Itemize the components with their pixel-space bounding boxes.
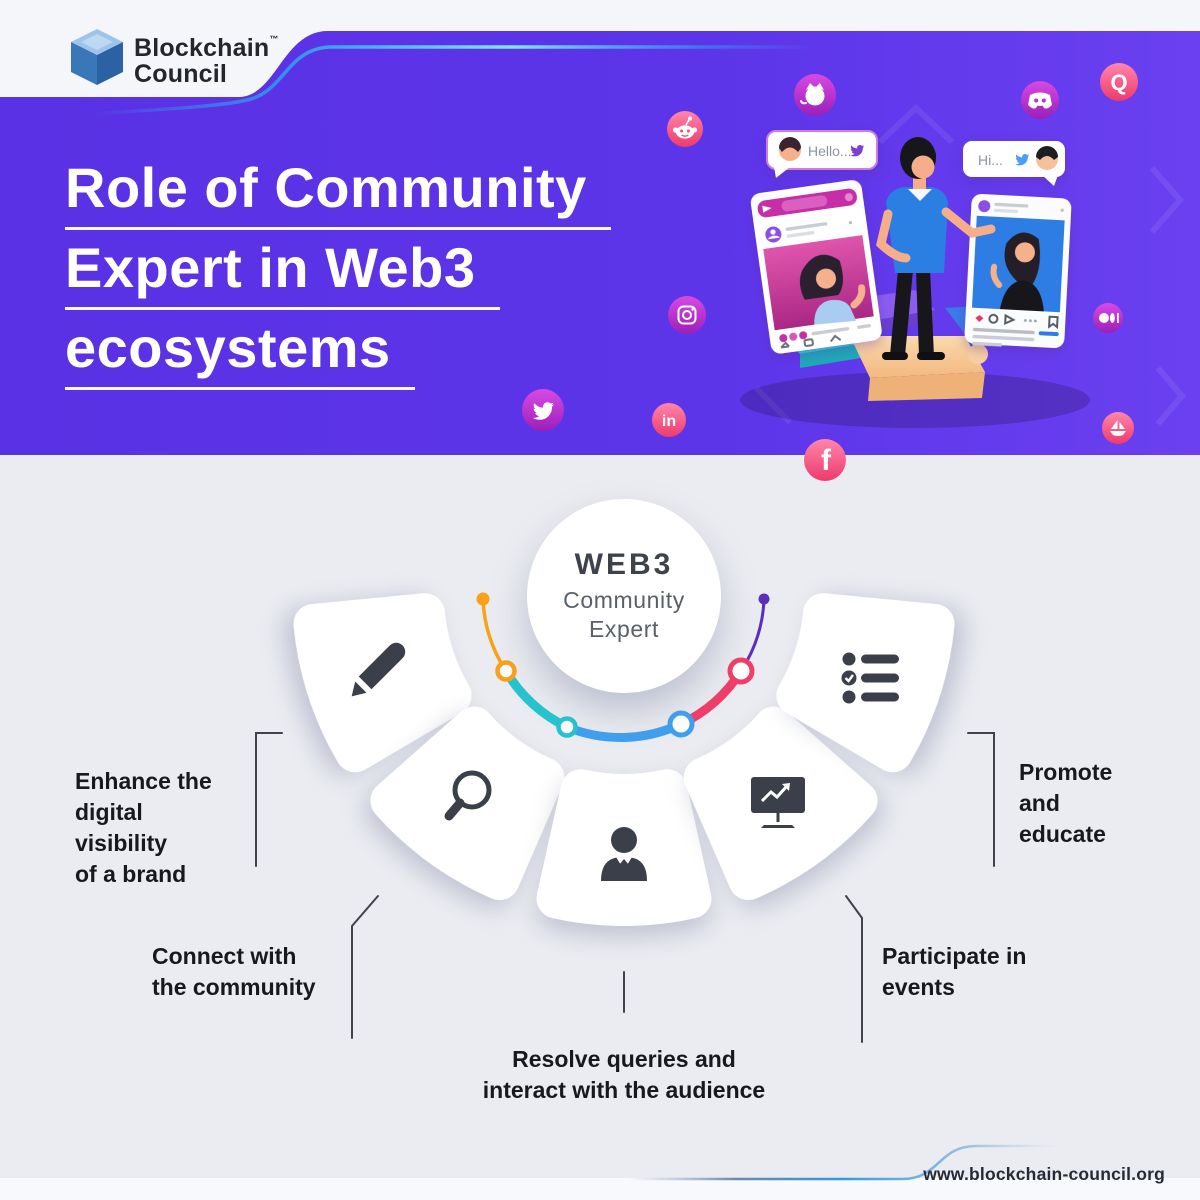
magnifier-icon (444, 770, 492, 821)
label-participate-events: Participate in events (882, 941, 1026, 1003)
chat-bubble-left: Hello... (766, 130, 878, 178)
right-phone-card (964, 193, 1072, 349)
label-line: events (882, 974, 955, 1000)
web3-illustration: Hello... Hi... (522, 63, 1138, 481)
label-line: the community (152, 974, 316, 1000)
reddit-icon (667, 111, 703, 147)
instagram-icon (668, 296, 706, 334)
connector-promote (967, 732, 995, 867)
person-icon (601, 827, 647, 881)
quora-letter: Q (1110, 70, 1127, 95)
chat-bubble-right: Hi... (963, 141, 1065, 186)
chat-text-left: Hello... (808, 143, 852, 159)
label-connect-community: Connect with the community (152, 941, 316, 1003)
pencil-icon (351, 642, 406, 697)
brand-line2: Council (134, 60, 228, 88)
illustration-shadow (740, 372, 1090, 428)
center-title: WEB3 (574, 548, 674, 581)
label-line: Participate in (882, 943, 1027, 969)
title-line-3: ecosystems (65, 312, 415, 390)
linkedin-letters: in (662, 413, 676, 430)
label-connectors (255, 732, 995, 1043)
label-line: of a brand (75, 861, 187, 887)
connector-connect (351, 895, 379, 1039)
arc-nodes (476, 592, 770, 738)
brand-line1: Blockchain (134, 34, 270, 62)
label-line: interact with the audience (482, 1077, 766, 1103)
connector-participate (845, 895, 863, 1043)
sailboat-icon (1102, 412, 1134, 444)
petal-card-promote (776, 593, 955, 773)
social-icons: Q in f (522, 63, 1138, 481)
petal-card-connect (370, 706, 565, 901)
petal-cards (293, 593, 955, 926)
presentation-chart-icon (751, 777, 805, 828)
label-line: Promote (1019, 759, 1113, 785)
label-line: and (1019, 790, 1060, 816)
linkedin-icon: in (652, 403, 686, 437)
diagram-center-circle: WEB3 Community Expert (527, 499, 721, 693)
brand-logo: Blockchain™ Council (70, 26, 279, 87)
label-line: visibility (75, 830, 168, 856)
footer-website-url: www.blockchain-council.org (923, 1164, 1165, 1184)
label-resolve-queries: Resolve queries and interact with the au… (324, 1044, 924, 1106)
label-promote-educate: Promote and educate (1019, 757, 1112, 850)
brand-tm: ™ (269, 34, 279, 44)
label-line: Connect with (152, 943, 297, 969)
title-line-1: Role of Community (65, 152, 611, 230)
banner-accent-line (90, 45, 817, 116)
github-icon (794, 74, 836, 116)
twitter-icon (522, 389, 564, 431)
center-subtitle-2: Expert (588, 616, 660, 642)
footer-accent-line (628, 1144, 1058, 1181)
footer-strip (0, 1178, 1200, 1200)
medium-icon (1093, 303, 1123, 333)
quora-icon: Q (1100, 63, 1138, 101)
title-line-2: Expert in Web3 (65, 232, 500, 310)
brand-cube-icon (71, 28, 123, 85)
label-line: digital (75, 799, 143, 825)
community-expert-woman (876, 137, 996, 360)
label-enhance-digital-visibility: Enhance the digital visibility of a bran… (75, 766, 212, 890)
chat-text-right: Hi... (978, 152, 1003, 168)
label-line: Enhance the (75, 768, 212, 794)
petal-icons (351, 642, 899, 881)
page-title: Role of Community Expert in Web3 ecosyst… (65, 152, 611, 392)
center-subtitle-1: Community (563, 587, 685, 613)
left-phone-card (750, 180, 882, 354)
facebook-icon: f (804, 439, 846, 481)
connector-enhance (255, 732, 283, 867)
banner-decor-shapes (753, 103, 1186, 426)
label-line: Resolve queries and (512, 1046, 736, 1072)
facebook-letter: f (821, 444, 832, 477)
brand-name: Blockchain™ Council (134, 26, 279, 87)
petal-card-enhance (293, 593, 472, 773)
discord-icon (1021, 81, 1059, 119)
label-line: educate (1019, 821, 1106, 847)
checklist-icon (841, 652, 899, 704)
